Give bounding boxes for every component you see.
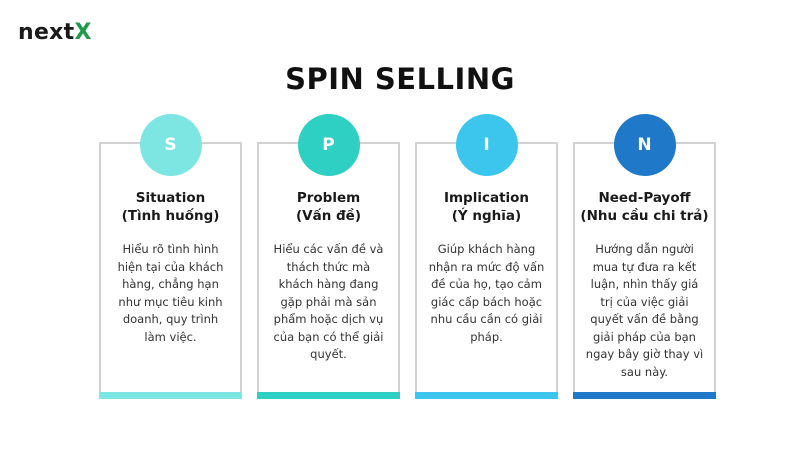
card-subtitle: (Nhu cầu chi trả): [580, 208, 709, 224]
card-accent-bar: [415, 392, 558, 399]
card-accent-bar: [257, 392, 400, 399]
card-accent-bar: [573, 392, 716, 399]
card-title: Need-Payoff: [598, 190, 691, 206]
letter-circle: S: [139, 114, 202, 176]
card-need-payoff: N Need-Payoff (Nhu cầu chi trả) Hướng dẫn…: [573, 114, 716, 399]
card-title: Implication: [443, 190, 530, 206]
card-implication: I Implication (Ý nghĩa) Giúp khách hàng n…: [415, 114, 558, 399]
letter-circle: P: [297, 114, 360, 176]
card-subtitle: (Tình huống): [121, 208, 220, 224]
logo: nextX: [18, 20, 92, 45]
card-accent-bar: [99, 392, 242, 399]
logo-accent: X: [74, 20, 92, 45]
card-body: Hiểu rõ tình hình hiện tại của khách hàn…: [117, 242, 224, 344]
card-situation: S Situation (Tình huống) Hiểu rõ tình hìn…: [99, 114, 242, 399]
card-body: Giúp khách hàng nhận ra mức độ vấn đề củ…: [428, 242, 545, 344]
card-title: Problem: [296, 190, 361, 206]
card-subtitle: (Ý nghĩa): [451, 208, 522, 224]
card-subtitle: (Vấn đề): [295, 208, 362, 224]
card-title: Situation: [135, 190, 206, 206]
card-problem: P Problem (Vấn đề) Hiểu các vấn đề và thá…: [257, 114, 400, 399]
page-title: SPIN SELLING: [285, 62, 515, 96]
card-body: Hiểu các vấn đề và thách thức mà khách h…: [273, 242, 384, 361]
card-body: Hướng dẫn người mua tự đưa ra kết luận, …: [585, 242, 704, 379]
logo-text: next: [18, 20, 75, 45]
letter-circle: I: [455, 114, 518, 176]
letter-circle: N: [613, 114, 676, 176]
